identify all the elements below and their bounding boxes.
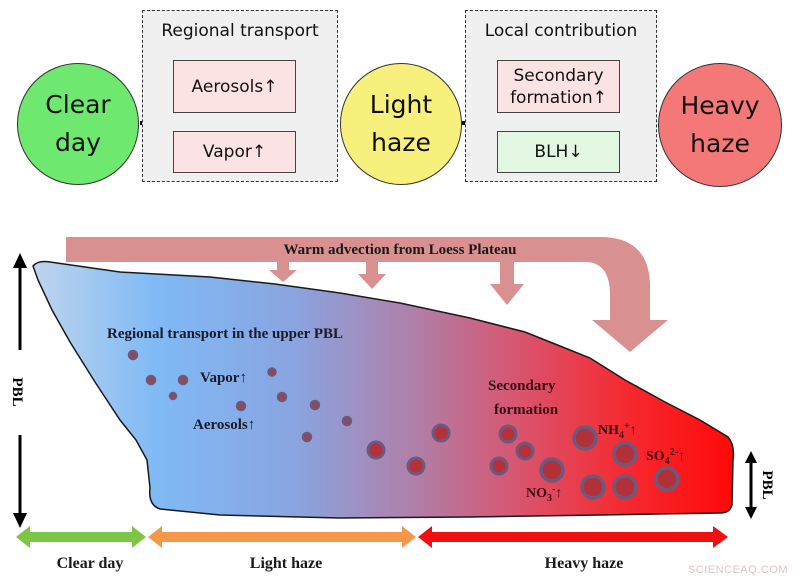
stage-heavy-haze: Heavy haze (658, 63, 782, 187)
haze-body (32, 260, 735, 519)
stage-heavy-haze-line2: haze (690, 129, 750, 158)
stage-heavy-haze-line1: Heavy (680, 91, 760, 120)
regional-transport-label: Regional transport in the upper PBL (107, 326, 343, 342)
timeline-clear-day-label: Clear day (57, 555, 124, 572)
secondary-label-line1: Secondary (488, 378, 556, 394)
factor-vapor-label: Vapor↑ (202, 142, 267, 162)
timeline-heavy-haze-label: Heavy haze (545, 555, 624, 572)
factor-blh: BLH↓ (497, 131, 620, 173)
local-contribution-title: Local contribution (484, 21, 638, 41)
no3-label: NO3-↑ (526, 484, 562, 504)
regional-transport-title: Regional transport (161, 21, 319, 41)
stage-light-haze: Light haze (340, 63, 462, 185)
vapor-label: Vapor↑ (200, 370, 247, 386)
timeline-light-haze-label: Light haze (250, 555, 322, 572)
stage-clear-day-line1: Clear (45, 90, 111, 119)
pbl-right-arrow (745, 451, 757, 519)
factor-secondary-formation: Secondary formation↑ (497, 60, 620, 113)
aerosol-particles-small (127, 349, 353, 443)
aerosols-label: Aerosols↑ (193, 417, 255, 433)
factor-vapor: Vapor↑ (173, 131, 296, 173)
pbl-right-label: PBL (759, 470, 775, 499)
aerosol-particles-medium (366, 423, 535, 476)
pbl-left-label: PBL (9, 377, 25, 406)
factor-blh-label: BLH↓ (534, 142, 583, 162)
timeline-clear-day-arrow (16, 526, 146, 548)
pbl-left-arrow (13, 253, 27, 528)
watermark: SCIENCEAQ.COM (687, 564, 788, 576)
factor-secondary-line2: formation↑ (510, 87, 607, 108)
secondary-label-line2: formation (494, 402, 559, 418)
aerosol-particles-large (539, 425, 680, 500)
factor-aerosols-label: Aerosols↑ (191, 76, 278, 97)
warm-advection-label: Warm advection from Loess Plateau (283, 242, 516, 258)
warm-advection-arrow (66, 237, 668, 352)
so4-label: SO42-↑ (646, 447, 685, 467)
stage-light-haze-line2: haze (371, 128, 431, 157)
stage-light-haze-line1: Light (369, 90, 433, 119)
stage-clear-day-line2: day (55, 128, 101, 157)
timeline-light-haze-arrow (148, 526, 416, 548)
nh4-label: NH4+↑ (598, 421, 637, 441)
factor-secondary-line1: Secondary (513, 65, 604, 86)
haze-schematic: Warm advection from Loess Plateau Region… (9, 237, 775, 572)
timeline-heavy-haze-arrow (418, 526, 728, 548)
stage-clear-day: Clear day (17, 63, 139, 185)
factor-aerosols: Aerosols↑ (173, 60, 296, 113)
